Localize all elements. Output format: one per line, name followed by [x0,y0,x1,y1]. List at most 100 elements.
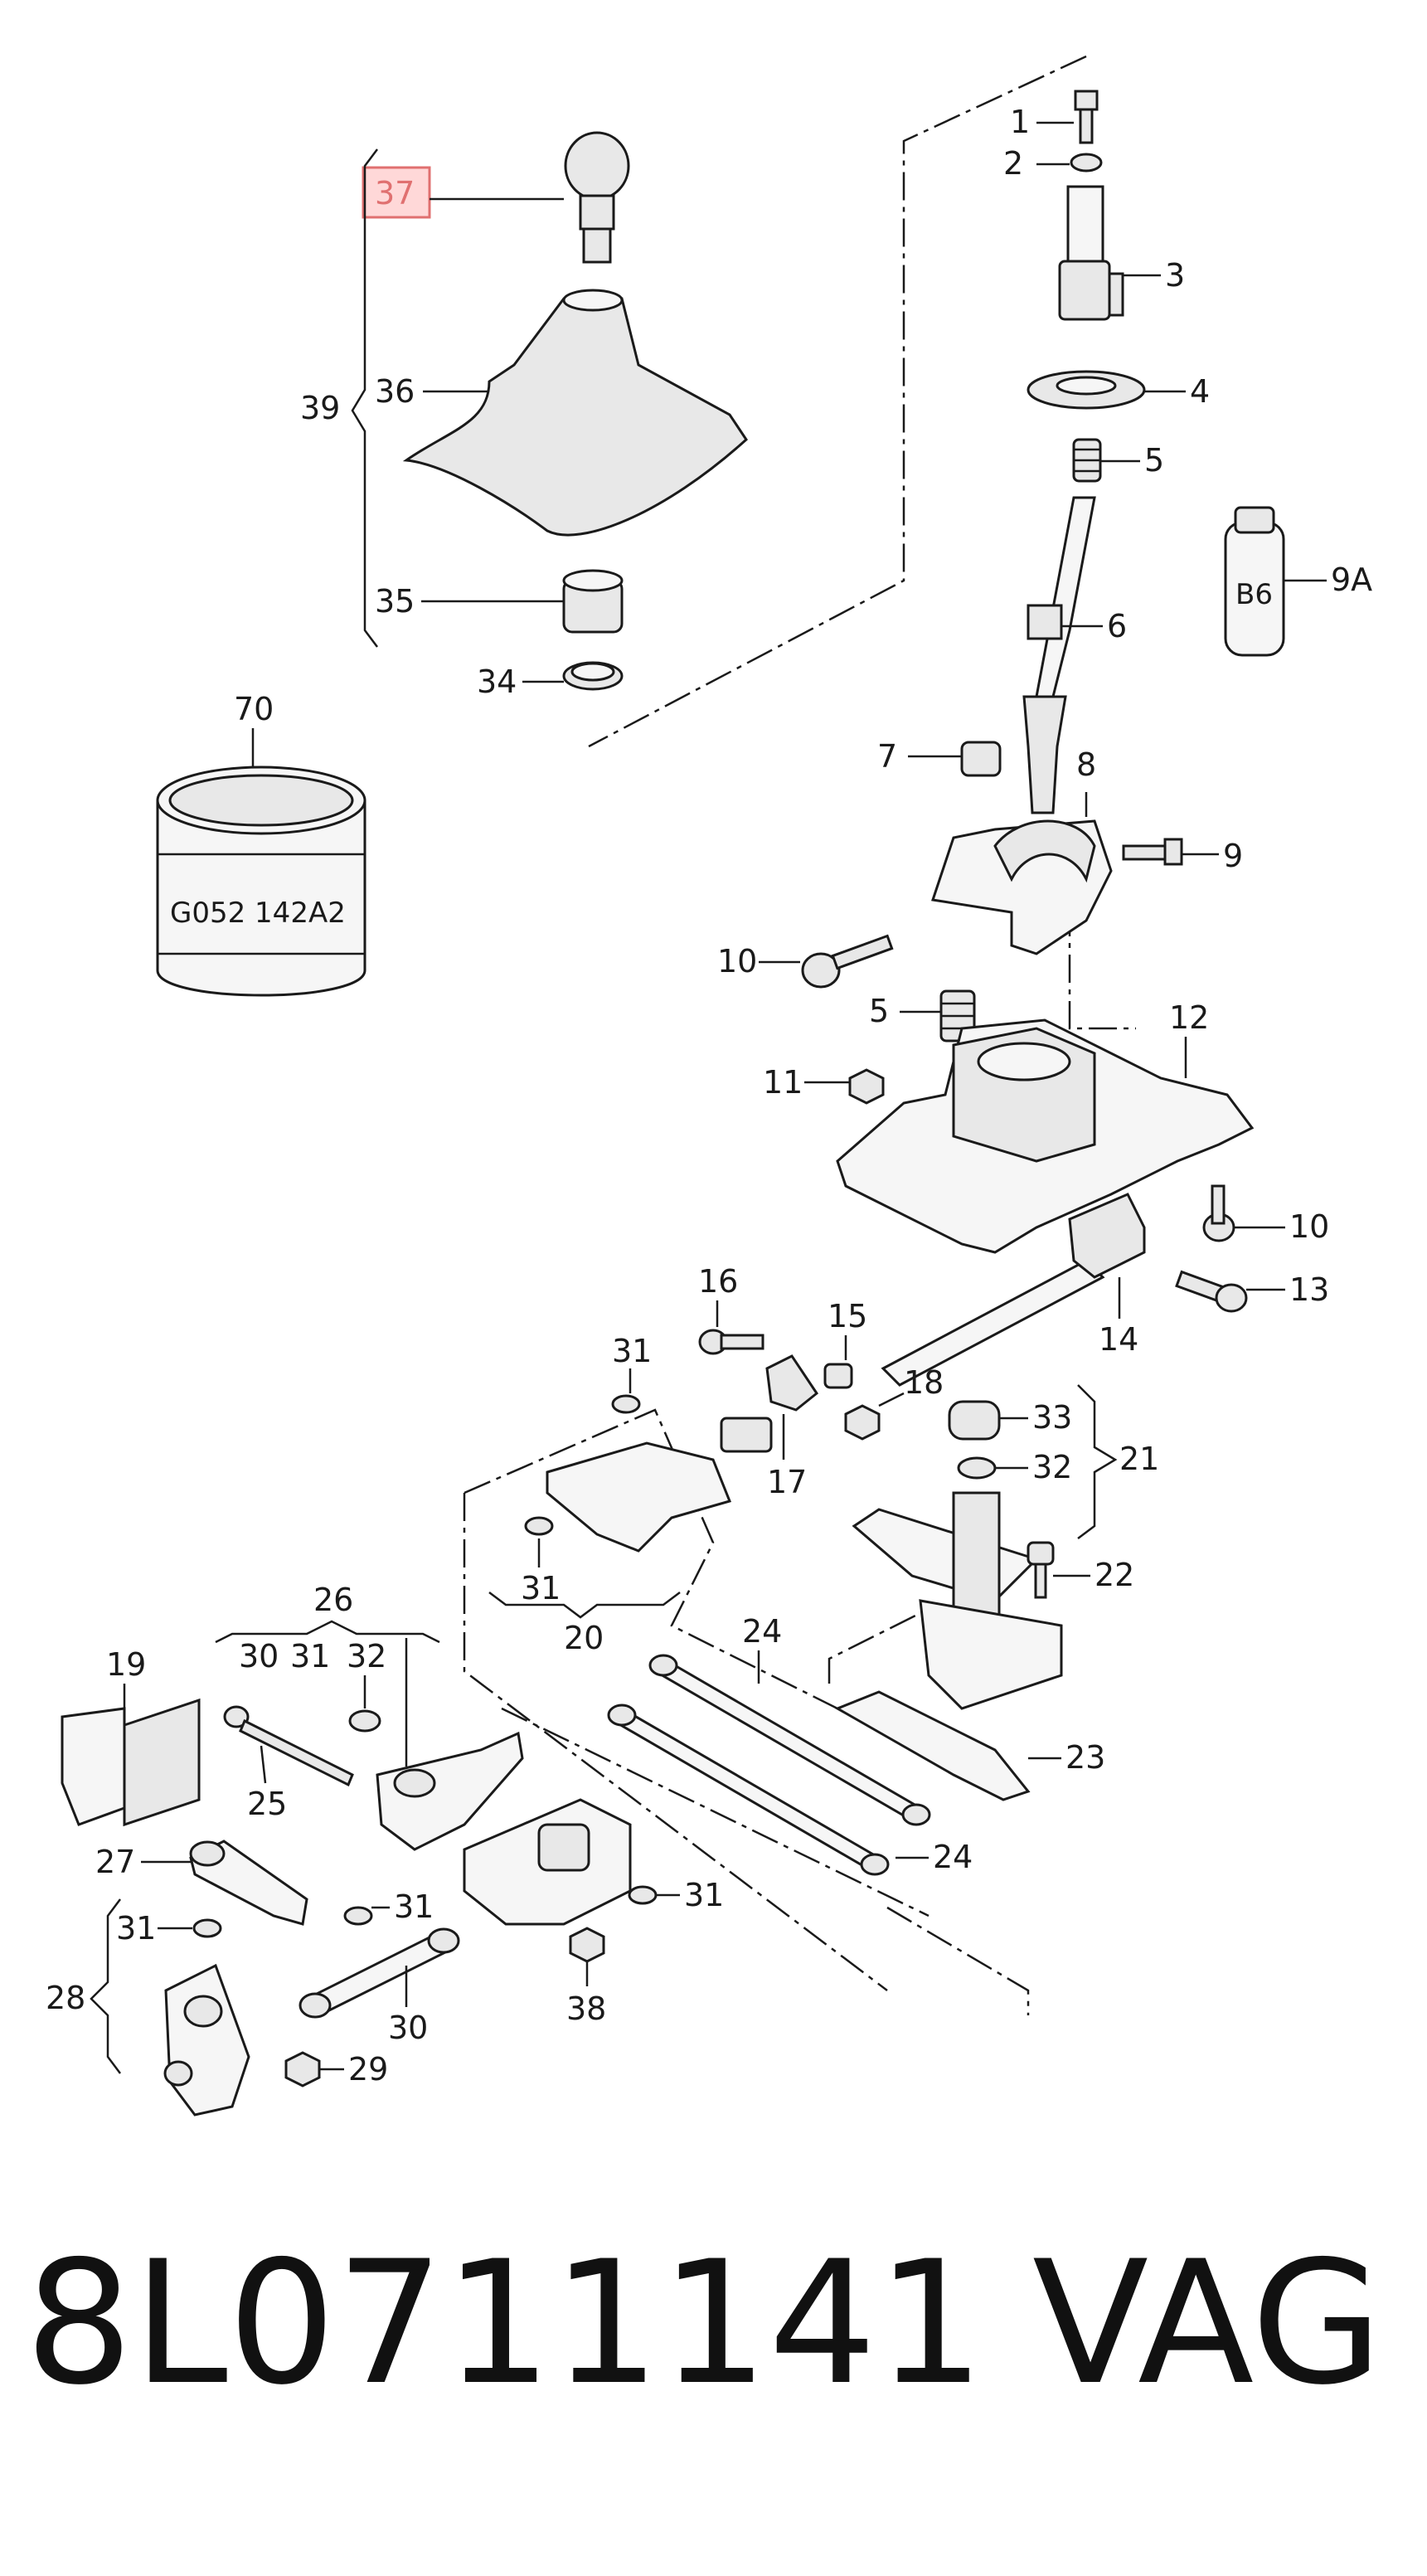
label-31-mid: 31 [521,1570,561,1606]
label-31-lever: 31 [394,1888,434,1925]
bolt-part-13[interactable] [1175,1270,1248,1313]
label-15: 15 [828,1298,867,1334]
selector-outline [464,1408,838,1710]
link-part-30[interactable] [299,1927,460,2019]
label-25: 25 [247,1786,287,1822]
bearing-bracket-part-8[interactable] [931,819,1113,955]
label-10-right: 10 [1289,1208,1329,1245]
shift-lever-part-6[interactable] [1022,496,1096,814]
nut-part-29[interactable] [284,2051,321,2088]
bolt-part-10-right[interactable] [1202,1184,1235,1242]
part-number: 8L0711141 [25,2225,985,2423]
bushing-part-7[interactable] [960,741,1002,777]
label-22: 22 [1095,1557,1134,1593]
linkage-outline-right [886,1906,1030,2015]
label-16: 16 [698,1263,738,1300]
label-70: 70 [234,691,274,727]
shift-housing-part-12[interactable] [836,1018,1255,1254]
can-marking: G052 142A2 [170,897,346,930]
shift-rod-part-24-lower[interactable] [607,1704,890,1876]
selector-shaft-part-14[interactable] [881,1193,1146,1387]
bolt-part-10-left[interactable] [801,934,894,989]
label-20: 20 [564,1620,604,1656]
label-39: 39 [300,390,340,426]
nut-part-18[interactable] [844,1404,881,1441]
gear-selector-block[interactable] [463,1798,632,1926]
label-23: 23 [1065,1739,1105,1776]
washer-part-32-left[interactable] [348,1709,381,1733]
label-19: 19 [106,1646,146,1683]
washer-part-31-c[interactable] [343,1906,373,1926]
exploded-parts-diagram: 1 2 3 4 5 6 7 8 9 9A 10 5 11 12 10 13 14… [46,55,1372,2117]
washer-part-31-b[interactable] [524,1516,554,1536]
nut-part-11[interactable] [848,1068,885,1105]
clamp-part-17[interactable] [765,1354,819,1412]
label-32-left: 32 [347,1638,386,1674]
cap-part-33[interactable] [948,1400,1001,1441]
boot-ring-part-35[interactable] [562,569,624,634]
washer-part-2[interactable] [1070,153,1103,173]
bolt-part-16[interactable] [698,1329,764,1355]
dust-cover-part-19[interactable] [61,1698,201,1827]
bolt-part-25[interactable] [223,1705,354,1787]
retaining-plate-part-4[interactable] [1027,370,1146,410]
label-27: 27 [95,1844,135,1880]
shift-rod-part-24-upper[interactable] [648,1654,931,1826]
washer-part-32-right[interactable] [957,1456,997,1480]
clamp-part-34[interactable] [562,661,624,691]
label-2: 2 [1003,145,1023,182]
selector-lever-part-20[interactable] [546,1417,773,1553]
bracket-28 [90,1898,121,2074]
label-14: 14 [1099,1321,1138,1358]
gate-bracket-part-21[interactable] [852,1491,1063,1710]
bushing-part-15[interactable] [823,1363,853,1389]
bolt-part-1[interactable] [1074,90,1099,144]
label-4: 4 [1190,373,1210,410]
label-31-top-row: 31 [290,1638,330,1674]
label-31-left: 31 [116,1910,156,1947]
shift-boot-part-36[interactable] [402,289,748,537]
bolt-part-9[interactable] [1122,838,1183,866]
label-5-lower: 5 [869,993,889,1029]
label-35: 35 [375,583,415,620]
label-37: 37 [375,175,415,211]
label-7: 7 [877,738,897,775]
label-31-upper: 31 [612,1333,652,1369]
plate-part-23[interactable] [834,1690,1031,1801]
grease-bottle-part-9A[interactable] [1224,506,1285,657]
washer-part-31-e[interactable] [192,1918,222,1938]
boot-assembly-outline [588,55,1087,748]
bracket-26 [215,1620,440,1644]
label-32-right: 32 [1032,1449,1072,1485]
lever-bracket-part-28[interactable] [163,1963,250,2117]
nut-part-38[interactable] [569,1927,605,1963]
highlight-box-37 [362,166,431,219]
bottle-marking: B6 [1235,578,1273,611]
washer-part-31-a[interactable] [611,1394,641,1414]
spring-part-5-top[interactable] [1072,438,1102,483]
label-17: 17 [767,1464,807,1500]
label-33: 33 [1032,1399,1072,1436]
bracket-20 [488,1592,681,1619]
bracket-39 [351,148,378,648]
label-28: 28 [46,1980,85,2016]
label-13: 13 [1289,1271,1329,1308]
label-38: 38 [566,1990,606,2027]
brand-name: VAG [1032,2225,1383,2423]
bolt-part-22[interactable] [1027,1541,1055,1599]
lever-sleeve-part-3[interactable] [1058,185,1124,321]
label-24-lower: 24 [933,1839,973,1875]
link-outline [501,1707,929,1917]
label-21: 21 [1119,1441,1159,1477]
label-24-upper: 24 [742,1613,782,1650]
relay-lever-part-27[interactable] [189,1840,308,1926]
shift-knob-part-37[interactable] [564,131,630,264]
label-12: 12 [1169,999,1209,1036]
washer-part-31-d[interactable] [628,1885,658,1905]
selector-lever-part-26[interactable] [376,1731,524,1851]
label-3: 3 [1165,257,1185,294]
label-36: 36 [375,373,415,410]
glue-can-part-70[interactable] [156,766,366,997]
label-9A: 9A [1331,561,1372,598]
